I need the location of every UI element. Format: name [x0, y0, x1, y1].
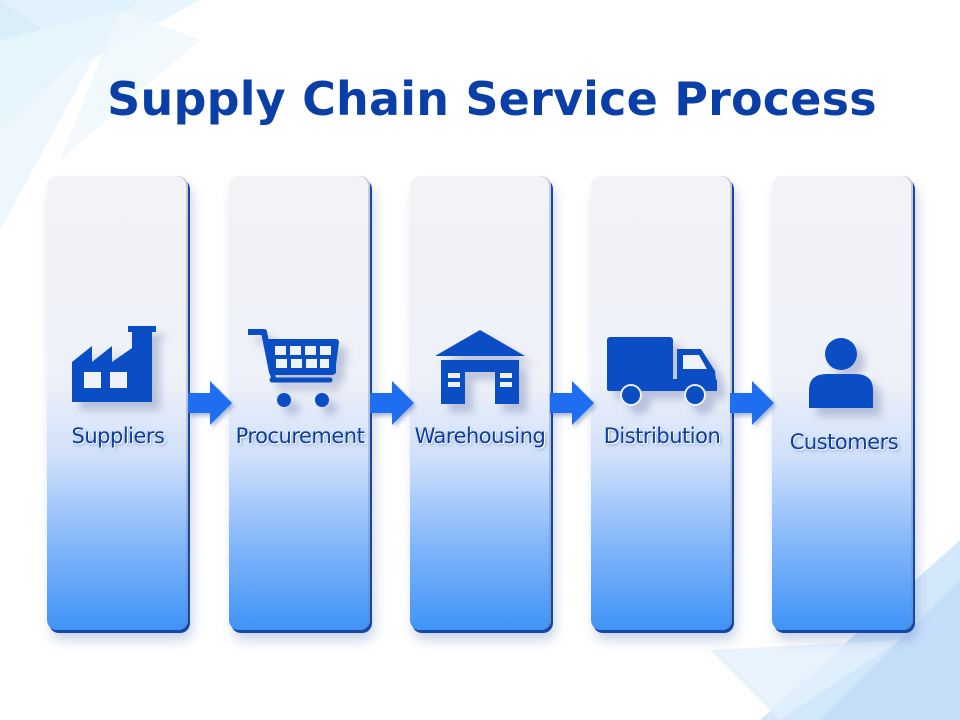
step-panel-warehousing — [410, 176, 551, 630]
step-panel-procurement — [229, 176, 370, 630]
step-panel-distribution — [591, 176, 732, 630]
warehouse-icon — [435, 330, 525, 404]
arrow-right-icon — [370, 381, 414, 425]
step-panel-suppliers — [47, 176, 188, 630]
arrow-right-icon — [550, 381, 594, 425]
step-label-distribution: Distribution — [603, 424, 721, 448]
arrow-right-icon — [730, 381, 774, 425]
shopping-cart-icon — [248, 329, 339, 407]
arrow-right-icon — [188, 381, 232, 425]
delivery-truck-icon — [607, 337, 717, 406]
step-label-procurement: Procurement — [235, 424, 365, 448]
step-label-suppliers: Suppliers — [71, 424, 165, 448]
page-title: Supply Chain Service Process — [107, 72, 877, 126]
factory-icon — [72, 326, 156, 402]
step-label-customers: Customers — [789, 430, 899, 454]
step-label-warehousing: Warehousing — [414, 424, 546, 448]
person-icon — [809, 338, 873, 408]
